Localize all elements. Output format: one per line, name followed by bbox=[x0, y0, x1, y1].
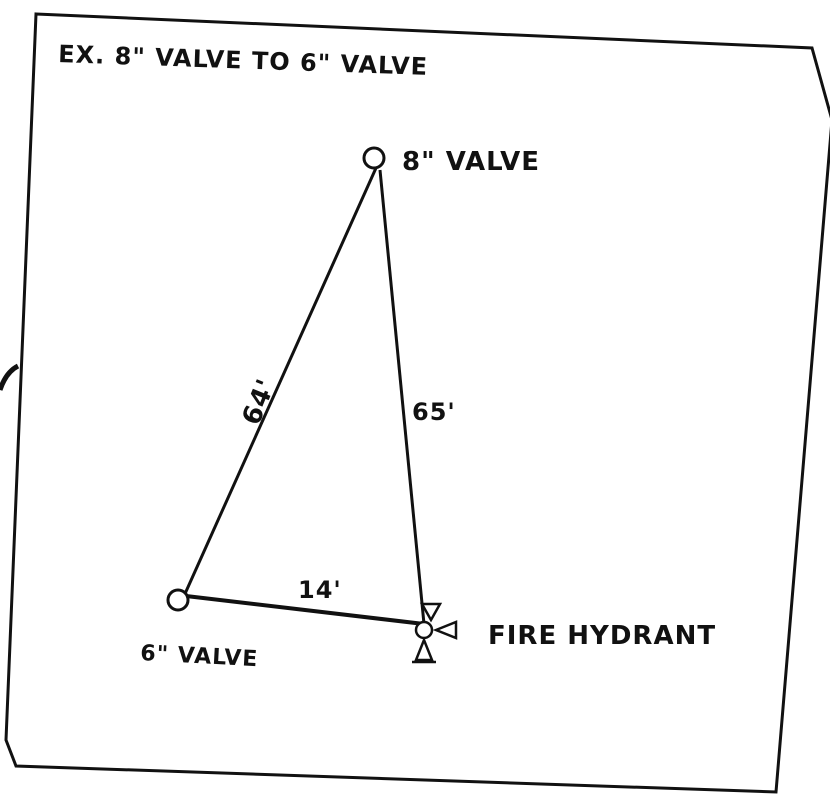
distance-right: 65' bbox=[412, 398, 456, 426]
fire-hydrant-icon bbox=[412, 602, 458, 664]
pipe-right bbox=[378, 169, 426, 625]
distance-bottom: 14' bbox=[298, 576, 342, 604]
diagram-title: EX. 8" VALVE TO 6" VALVE bbox=[58, 40, 429, 81]
valve-8-node bbox=[362, 146, 386, 170]
pipe-left bbox=[182, 167, 378, 597]
fire-hydrant-label: FIRE HYDRANT bbox=[488, 621, 716, 651]
valve-8-label: 8" VALVE bbox=[402, 147, 540, 177]
pen-mark bbox=[0, 363, 20, 391]
distance-left: 64' bbox=[237, 374, 282, 429]
pipe-bottom bbox=[185, 594, 425, 626]
valve-6-node bbox=[166, 588, 190, 612]
valve-6-label: 6" VALVE bbox=[140, 641, 259, 672]
sketch-frame bbox=[4, 12, 830, 794]
